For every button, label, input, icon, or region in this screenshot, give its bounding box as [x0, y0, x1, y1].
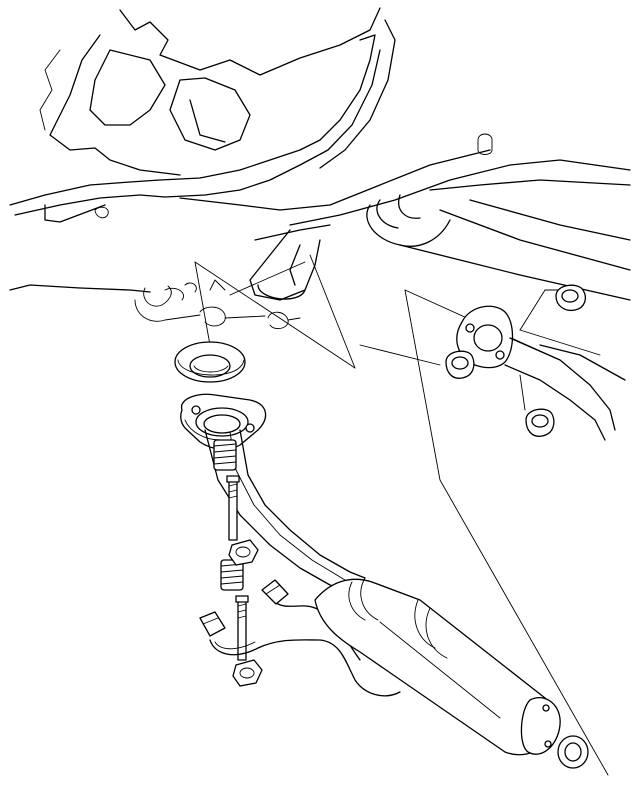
mid-pipe	[456, 305, 626, 441]
front-pipe-flange	[180, 393, 267, 450]
oxygen-sensor-connector-right	[261, 579, 289, 605]
flange-nut-upper	[228, 539, 259, 566]
rear-flange	[520, 697, 561, 755]
self-locking-nut-bottom	[525, 408, 555, 437]
flange-bolt-lower	[235, 595, 249, 661]
exhaust-gasket	[174, 341, 246, 383]
flange-bolt-upper	[226, 475, 240, 541]
rear-gasket	[557, 735, 589, 769]
flange-spring-lower	[220, 559, 244, 591]
oxygen-sensor-connector-left	[199, 611, 226, 637]
catalytic-converter	[314, 577, 558, 756]
self-locking-nut-middle	[445, 350, 475, 379]
flange-spring-upper	[213, 439, 237, 471]
self-locking-nut-top	[555, 284, 586, 312]
flange-nut-lower	[232, 659, 263, 687]
callout-lines	[194, 254, 609, 776]
